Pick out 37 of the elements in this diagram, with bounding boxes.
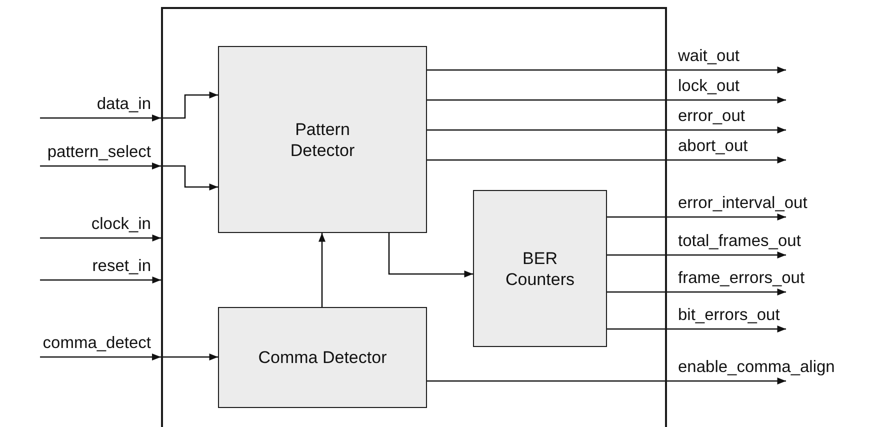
signal-arrow xyxy=(607,326,786,332)
signal-arrow xyxy=(388,233,473,278)
process-block xyxy=(218,46,427,233)
signal-name: error_interval_out xyxy=(678,193,808,213)
signal-arrow xyxy=(607,288,786,296)
process-block xyxy=(218,307,427,408)
signal-arrow xyxy=(427,126,786,134)
signal-name: abort_out xyxy=(678,136,748,156)
signal-arrow xyxy=(427,378,786,384)
signal-name: comma_detect xyxy=(42,333,151,353)
signal-arrow xyxy=(427,156,786,164)
process-block xyxy=(473,190,607,347)
signal-name: wait_out xyxy=(678,46,740,66)
block-label: BER Counters xyxy=(504,248,576,290)
signal-name: frame_errors_out xyxy=(678,268,805,288)
signal-arrow xyxy=(427,96,786,104)
signal-name: bit_errors_out xyxy=(678,305,780,325)
signal-arrow xyxy=(40,92,218,119)
signal-name: pattern_select xyxy=(47,142,151,162)
system-boundary-box xyxy=(161,7,667,427)
signal-name: enable_comma_align xyxy=(678,357,835,377)
signal-name: reset_in xyxy=(92,256,151,276)
signal-name: total_frames_out xyxy=(678,231,801,251)
signal-arrow xyxy=(607,252,786,258)
signal-name: data_in xyxy=(96,94,151,114)
signal-arrow xyxy=(40,354,218,360)
signal-name: clock_in xyxy=(91,214,151,234)
signal-name: error_out xyxy=(678,106,745,126)
signal-arrow xyxy=(40,165,218,190)
signal-arrow xyxy=(318,233,326,307)
signal-arrow xyxy=(40,276,161,284)
signal-arrow xyxy=(40,234,161,242)
block-label: Comma Detector xyxy=(258,347,387,368)
signal-arrow xyxy=(427,66,786,74)
signal-name: lock_out xyxy=(678,76,740,96)
block-label: Pattern Detector xyxy=(289,118,356,160)
signal-arrow xyxy=(607,214,786,220)
